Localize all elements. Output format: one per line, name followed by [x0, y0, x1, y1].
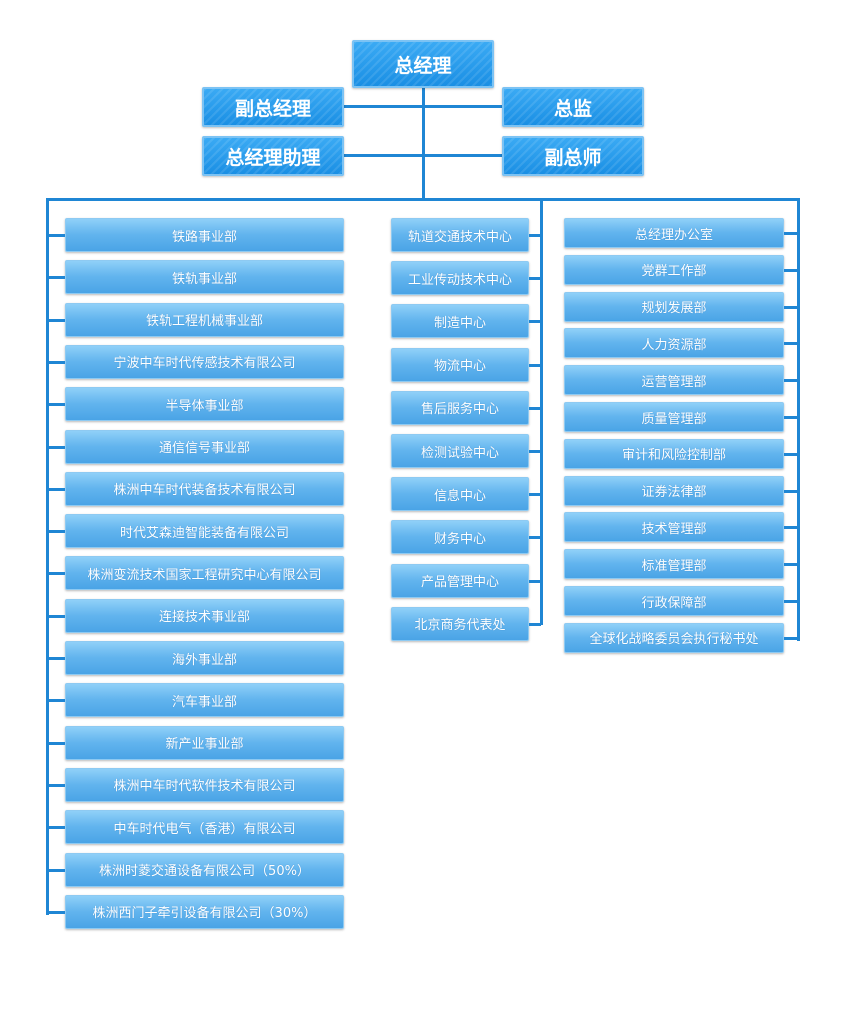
department-connector — [784, 600, 798, 603]
business-unit-box: 连接技术事业部 — [65, 598, 344, 633]
business-unit-box: 时代艾森迪智能装备有限公司 — [65, 514, 344, 549]
center-box: 信息中心 — [391, 477, 529, 512]
center-box: 物流中心 — [391, 347, 529, 382]
right-column-line — [797, 198, 800, 641]
department-box: 审计和风险控制部 — [564, 438, 784, 469]
business-unit-box: 海外事业部 — [65, 641, 344, 675]
business-unit-box: 铁轨工程机械事业部 — [65, 302, 344, 337]
center-connector — [529, 406, 541, 410]
business-unit-box: 株洲中车时代软件技术有限公司 — [65, 767, 344, 802]
business-unit-connector — [49, 741, 65, 745]
business-unit-connector — [49, 276, 65, 280]
department-box: 证券法律部 — [564, 475, 784, 506]
center-connector — [529, 579, 541, 583]
business-unit-box: 株洲变流技术国家工程研究中心有限公司 — [65, 556, 344, 591]
center-connector — [529, 622, 541, 626]
connector-deputy-chief-engineer — [425, 154, 503, 157]
business-unit-box: 株洲时菱交通设备有限公司（50%） — [65, 852, 344, 887]
center-box: 北京商务代表处 — [391, 606, 529, 641]
business-unit-connector — [49, 699, 65, 703]
center-box: 轨道交通技术中心 — [391, 218, 529, 252]
business-unit-box: 铁轨事业部 — [65, 260, 344, 295]
business-unit-connector — [49, 657, 65, 660]
business-unit-connector — [49, 530, 65, 534]
center-connector — [529, 277, 541, 281]
business-unit-box: 通信信号事业部 — [65, 429, 344, 464]
middle-column-line — [540, 198, 543, 625]
business-unit-connector — [49, 826, 65, 830]
center-box: 售后服务中心 — [391, 390, 529, 425]
business-unit-box: 铁路事业部 — [65, 218, 344, 252]
department-connector — [784, 526, 798, 530]
department-connector — [784, 268, 798, 272]
center-connector — [529, 493, 541, 497]
business-unit-connector — [49, 360, 65, 364]
department-box: 运营管理部 — [564, 365, 784, 396]
department-connector — [784, 636, 798, 640]
business-unit-box: 株洲中车时代装备技术有限公司 — [65, 471, 344, 506]
assistant-general-manager-box: 总经理助理 — [202, 136, 344, 176]
deputy-general-manager-box: 副总经理 — [202, 87, 344, 127]
business-unit-connector — [49, 487, 65, 491]
connector-chief-inspector — [425, 105, 503, 108]
business-unit-connector — [49, 783, 65, 787]
center-box: 财务中心 — [391, 520, 529, 555]
department-box: 技术管理部 — [564, 512, 784, 543]
department-connector — [784, 416, 798, 419]
business-unit-connector — [49, 403, 65, 407]
department-box: 质量管理部 — [564, 402, 784, 432]
business-unit-box: 宁波中车时代传感技术有限公司 — [65, 344, 344, 379]
department-connector — [784, 452, 798, 456]
center-box: 检测试验中心 — [391, 434, 529, 468]
department-box: 行政保障部 — [564, 586, 784, 616]
business-unit-connector — [49, 445, 65, 449]
center-connector — [529, 320, 541, 324]
business-unit-connector — [49, 572, 65, 576]
department-connector — [784, 342, 798, 346]
business-unit-box: 中车时代电气（香港）有限公司 — [65, 810, 344, 845]
center-connector — [529, 450, 541, 453]
center-connector — [529, 234, 541, 237]
business-unit-connector — [49, 868, 65, 872]
department-box: 人力资源部 — [564, 328, 784, 359]
center-connector — [529, 363, 541, 367]
center-connector — [529, 536, 541, 540]
department-connector — [784, 563, 798, 567]
connector-deputy-gm — [342, 105, 422, 108]
business-unit-box: 汽车事业部 — [65, 683, 344, 718]
chief-inspector-box: 总监 — [502, 87, 644, 127]
department-box: 标准管理部 — [564, 549, 784, 580]
department-connector — [784, 305, 798, 309]
left-column-line — [46, 198, 49, 915]
center-box: 制造中心 — [391, 304, 529, 339]
department-connector — [784, 489, 798, 493]
department-box: 党群工作部 — [564, 254, 784, 285]
trunk-line — [422, 86, 425, 200]
department-box: 规划发展部 — [564, 291, 784, 322]
business-unit-connector — [49, 234, 65, 237]
business-unit-box: 半导体事业部 — [65, 387, 344, 422]
center-box: 产品管理中心 — [391, 563, 529, 598]
deputy-chief-engineer-box: 副总师 — [502, 136, 644, 176]
general-manager-box: 总经理 — [352, 40, 494, 88]
center-box: 工业传动技术中心 — [391, 261, 529, 296]
department-box: 总经理办公室 — [564, 218, 784, 248]
business-unit-connector — [49, 318, 65, 322]
business-unit-box: 新产业事业部 — [65, 725, 344, 760]
business-unit-connector — [49, 910, 65, 914]
department-box: 全球化战略委员会执行秘书处 — [564, 622, 784, 653]
business-unit-connector — [49, 614, 65, 618]
connector-assistant-gm — [342, 154, 422, 157]
department-connector — [784, 232, 798, 235]
business-unit-box: 株洲西门子牵引设备有限公司（30%） — [65, 894, 344, 929]
department-connector — [784, 379, 798, 383]
horizontal-bus — [46, 198, 800, 201]
